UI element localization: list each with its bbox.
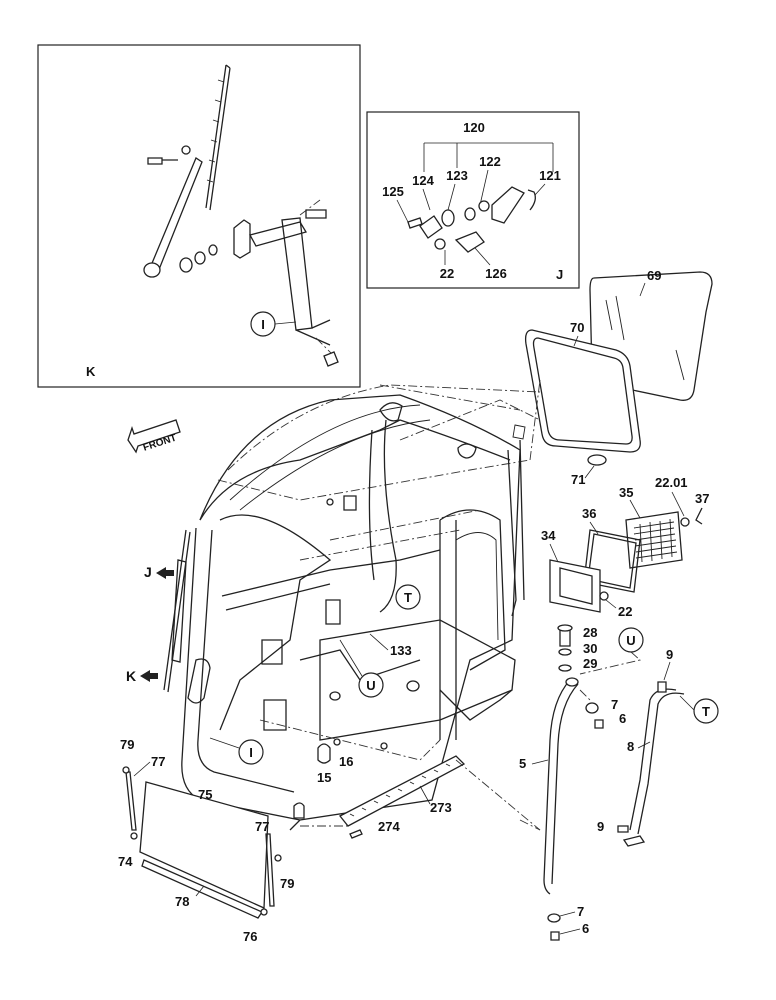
inset-k: I K [37,44,361,388]
label-121: 121 [539,168,561,183]
view-marker-k: K [126,668,136,684]
cab-outline [199,394,521,831]
label-79b: 79 [280,876,294,891]
callout-u-cab [358,672,384,698]
label-120: 120 [463,120,485,135]
label-71: 71 [571,472,585,487]
label-16: 16 [339,754,353,769]
cab-body: 273 274 133 16 15 [181,379,541,839]
label-122: 122 [479,154,501,169]
label-6b: 6 [582,921,589,936]
label-78: 78 [175,894,189,909]
handrail-5 [543,679,579,895]
rear-window: 69 70 71 [524,268,713,487]
handrails: 5 7 6 9 8 9 7 6 [519,647,685,941]
front-lower-glass: 79 77 75 74 78 77 79 76 [118,737,294,944]
strip-77-right [265,833,275,907]
label-6a: 6 [619,711,626,726]
label-37: 37 [695,491,709,506]
inset-k-frame [37,44,361,388]
view-arrow-j [156,567,174,579]
label-126: 126 [485,266,507,281]
strip-77-left [125,771,137,831]
label-29: 29 [583,656,597,671]
label-125: 125 [382,184,404,199]
wiring-harness [368,419,397,613]
label-74: 74 [118,854,133,869]
vent-duct [549,559,601,613]
callout-t-right [693,698,719,724]
label-7b: 7 [577,904,584,919]
frame-70 [524,329,641,453]
label-5: 5 [519,756,526,771]
cab-wiper [163,529,191,693]
svg-text:U: U [626,633,635,648]
label-34: 34 [541,528,556,543]
view-arrow-k [140,670,158,682]
label-124: 124 [412,173,434,188]
label-28: 28 [583,625,597,640]
label-76: 76 [243,929,257,944]
label-123: 123 [446,168,468,183]
label-70: 70 [570,320,584,335]
svg-text:U: U [366,678,375,693]
vent-assembly: 35 22.01 37 36 34 22 [541,475,709,619]
label-9b: 9 [597,819,604,834]
label-15: 15 [317,770,331,785]
inset-j-letter: J [556,267,563,282]
inset-k-letter: K [86,364,96,379]
view-marker-j: J [144,564,152,580]
svg-text:T: T [702,704,710,719]
bolt-stack: 28 30 29 [557,624,597,672]
label-22-01: 22.01 [655,475,688,490]
front-arrow: FRONT [127,419,181,454]
inset-j: 120 122 121 123 124 125 22 126 J [366,111,580,289]
view-markers: J K [126,564,174,684]
label-77a: 77 [151,754,165,769]
label-75: 75 [198,787,212,802]
cab-floor [319,619,516,741]
label-22-vent: 22 [618,604,632,619]
glass-75 [139,781,269,909]
callout-i-cab [238,739,264,765]
label-22-inset: 22 [440,266,454,281]
label-8: 8 [627,739,634,754]
gasket-36 [583,529,641,593]
label-36: 36 [582,506,596,521]
label-30: 30 [583,641,597,656]
label-79a: 79 [120,737,134,752]
wiper-arm [149,157,203,273]
svg-text:I: I [249,745,253,760]
label-35: 35 [619,485,633,500]
label-133: 133 [390,643,412,658]
label-274: 274 [378,819,400,834]
label-69: 69 [647,268,661,283]
callout-t-cab [395,584,421,610]
label-9a: 9 [666,647,673,662]
inset-j-frame [366,111,580,289]
wiper-blade [205,64,231,211]
label-7a: 7 [611,697,618,712]
callout-i-label: I [261,317,265,332]
label-273: 273 [430,800,452,815]
cab-callouts: T U I U T [209,584,719,765]
label-77b: 77 [255,819,269,834]
svg-text:T: T [404,590,412,605]
seal-78 [141,859,263,919]
handrail-8 [629,688,685,835]
